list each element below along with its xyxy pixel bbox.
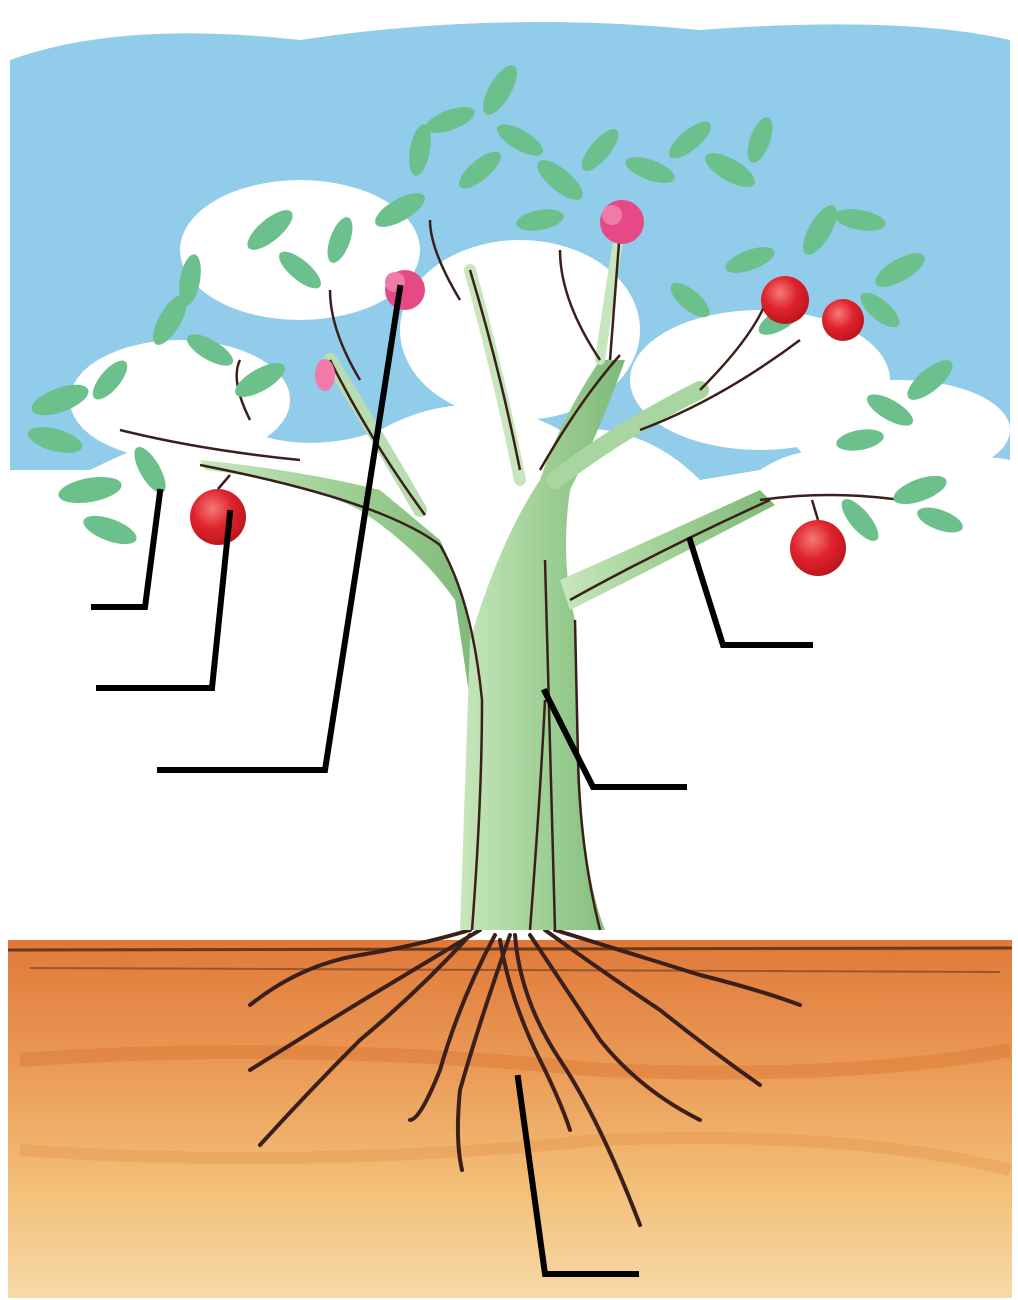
leader-line-leaf [94,492,160,607]
soil [8,940,1012,1298]
